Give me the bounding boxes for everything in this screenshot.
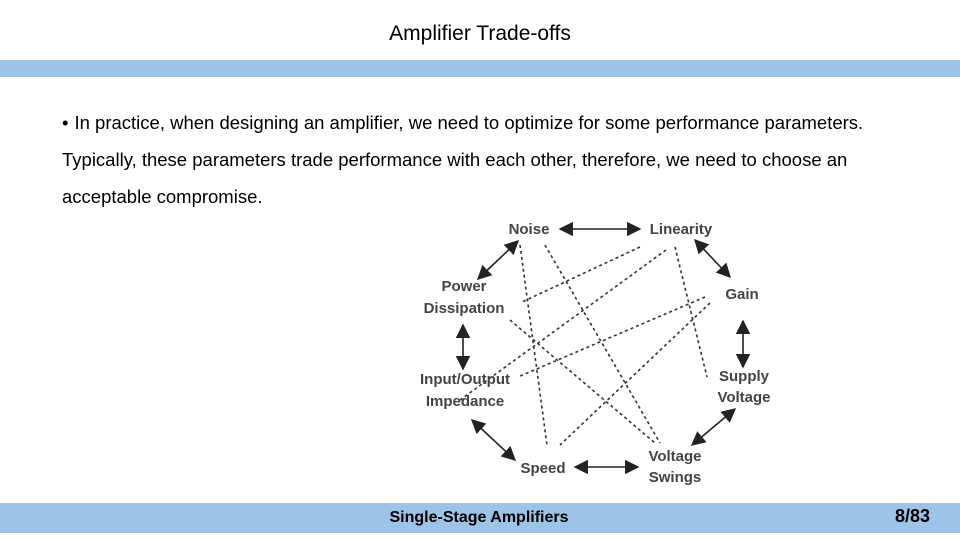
node-io-impedance-2: Impedance (426, 393, 504, 410)
dashed-gain-impedance (517, 296, 706, 378)
arrow-speed-impedance (470, 419, 517, 461)
node-supply-voltage-1: Supply (719, 368, 770, 385)
node-linearity: Linearity (650, 221, 713, 238)
dashed-linearity-impedance (459, 249, 667, 401)
node-voltage-swings-2: Swings (649, 469, 702, 486)
node-gain: Gain (725, 286, 758, 303)
node-supply-voltage-2: Voltage (717, 389, 770, 406)
slide-title: Amplifier Trade-offs (389, 22, 571, 45)
dashed-linearity-supply (674, 246, 708, 378)
tradeoff-diagram: Noise Linearity Gain Supply Voltage Volt… (420, 221, 771, 486)
dashed-noise-speed (519, 244, 548, 446)
header-bar (0, 60, 960, 77)
node-noise: Noise (509, 221, 550, 238)
dashed-power-swings (509, 319, 656, 444)
body-paragraph: •In practice, when designing an amplifie… (62, 104, 892, 215)
node-voltage-swings-1: Voltage (648, 448, 701, 465)
footer-title: Single-Stage Amplifiers (0, 509, 960, 527)
arrow-supply-swings (690, 408, 737, 446)
node-power-dissipation-2: Dissipation (424, 300, 505, 317)
arrow-power-noise (476, 240, 520, 280)
dashed-linearity-power (521, 246, 641, 303)
arrow-linearity-gain (694, 238, 731, 279)
dashed-noise-swings (544, 244, 661, 444)
dashed-gain-speed (559, 302, 711, 446)
page-number: 8/83 (894, 506, 930, 526)
bullet-icon: • (62, 112, 69, 133)
node-speed: Speed (520, 460, 565, 477)
footer-bar (0, 503, 960, 533)
footer-title-text: Single-Stage Amplifiers (389, 509, 569, 526)
body-text: In practice, when designing an amplifier… (62, 112, 864, 207)
node-io-impedance-1: Input/Output (420, 371, 510, 388)
node-power-dissipation-1: Power (441, 278, 486, 295)
